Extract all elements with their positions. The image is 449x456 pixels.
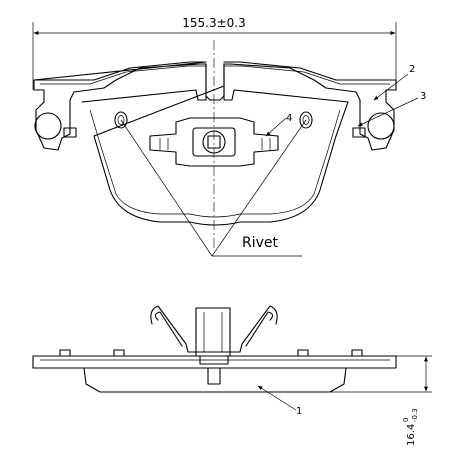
- rivets: [114, 111, 313, 129]
- friction-material-inner: [89, 109, 341, 218]
- thickness-tolerance-upper: 0: [402, 418, 410, 422]
- top-view: 155.3±0.3: [32, 16, 426, 257]
- rivet-label: Rivet: [242, 235, 279, 251]
- right-ear: [367, 112, 395, 140]
- callout-2: 2: [409, 64, 415, 75]
- spring-clip-side: [150, 305, 278, 353]
- rivet-right: [299, 111, 313, 129]
- clip-center-block: [195, 307, 231, 357]
- callout-4: 4: [286, 113, 292, 124]
- callout-1: 1: [296, 406, 302, 417]
- backing-plate-outline: [33, 61, 397, 151]
- left-shim-clip: [63, 127, 77, 138]
- side-view: 16.4 0 -0.3 1: [32, 305, 432, 446]
- callout-3: 3: [420, 91, 426, 102]
- backing-plate-inner-contour: [40, 65, 390, 85]
- width-dimension: 155.3±0.3: [32, 16, 397, 90]
- thickness-tolerance-lower: -0.3: [411, 408, 419, 422]
- rivet-left: [114, 111, 128, 129]
- right-shim-clip: [352, 127, 366, 138]
- width-dimension-label: 155.3±0.3: [182, 16, 246, 30]
- center-slot: [205, 63, 225, 101]
- rivet-leader: Rivet: [120, 119, 307, 257]
- thickness-dimension-label: 16.4: [406, 424, 417, 446]
- side-backing-plate: [32, 355, 397, 369]
- left-ear: [34, 112, 62, 140]
- side-friction-material: [83, 367, 347, 393]
